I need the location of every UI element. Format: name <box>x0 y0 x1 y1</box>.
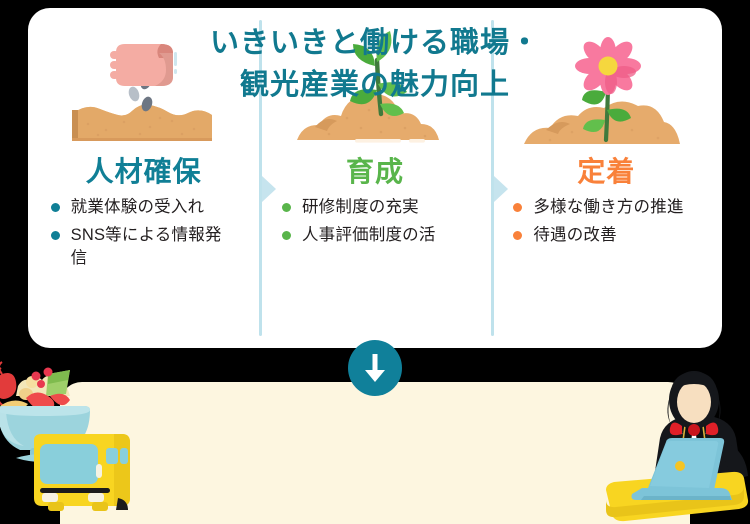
stage-title: 定着 <box>577 156 636 187</box>
list-item: SNS等による情報発信 <box>50 224 237 269</box>
list-item-label: 人事評価制度の活 <box>301 226 436 245</box>
list-item-label: 待遇の改善 <box>533 226 617 245</box>
list-item: 待遇の改善 <box>513 224 699 246</box>
stage-title: 人材確保 <box>85 156 202 187</box>
bullet-dot-icon <box>50 231 60 241</box>
stage-column-training: 育成 研修制度の充実 人事評価制度の活 <box>259 8 490 348</box>
seafood-bowl-and-bus-icon <box>0 361 130 511</box>
stage-item-list: 研修制度の充実 人事評価制度の活 <box>281 196 468 253</box>
flow-arrow-badge <box>348 340 402 396</box>
stage-item-list: 就業体験の受入れ SNS等による情報発信 <box>50 196 237 275</box>
list-item-label: 多様な働き方の推進 <box>533 198 684 216</box>
bullet-dot-icon <box>281 231 291 241</box>
sprout-in-soil-icon <box>296 31 439 143</box>
bullet-dot-icon <box>513 231 523 241</box>
list-item-label: 研修制度の充実 <box>301 198 419 216</box>
bullet-dot-icon <box>513 203 523 212</box>
hotel-concierge-at-laptop-icon <box>606 371 749 522</box>
list-item: 多様な働き方の推進 <box>513 196 699 218</box>
list-item: 就業体験の受入れ <box>50 196 237 218</box>
stage-item-list: 多様な働き方の推進 待遇の改善 <box>513 196 699 253</box>
bullet-dot-icon <box>50 203 60 212</box>
stage-column-hiring: 人材確保 就業体験の受入れ SNS等による情報発信 <box>28 8 259 348</box>
stage-column-retention: 定着 多様な働き方の推進 待遇の改善 <box>490 8 722 348</box>
hand-sowing-seeds-icon <box>71 44 212 141</box>
bullet-dot-icon <box>281 203 291 212</box>
list-item-label: 就業体験の受入れ <box>70 198 205 216</box>
arrow-down-icon <box>365 354 385 382</box>
goal-banner <box>60 382 690 524</box>
blooming-flower-icon <box>524 37 681 144</box>
stages-card: 人材確保 就業体験の受入れ SNS等による情報発信 <box>28 8 722 348</box>
list-item-label: SNS等による情報発信 <box>70 226 222 267</box>
list-item: 研修制度の充実 <box>281 196 468 218</box>
stage-title: 育成 <box>345 156 404 187</box>
list-item: 人事評価制度の活 <box>281 224 468 246</box>
